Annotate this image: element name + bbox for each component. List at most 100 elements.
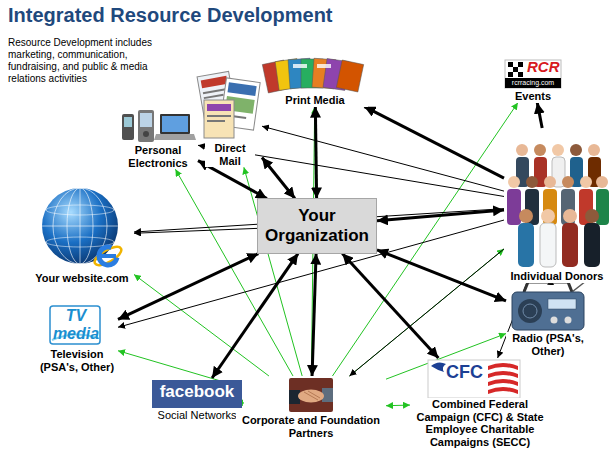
radio-picture: [524, 282, 572, 292]
radio-picture: [518, 299, 542, 323]
direct-mail-picture: [207, 104, 231, 111]
connector-arrow: [262, 157, 295, 198]
channel-node: Radio (PSA's, Other): [506, 278, 590, 357]
print-media-picture: [262, 58, 363, 93]
print-media-picture: [336, 60, 363, 92]
individual-donors-picture: [507, 189, 521, 225]
personal-electronics-picture: [138, 110, 154, 142]
website-globe-picture: [92, 243, 124, 268]
individual-donors-picture: [570, 144, 582, 156]
logo-text: TV media: [50, 307, 102, 342]
radio-picture: [551, 317, 558, 324]
caption: Events: [500, 90, 566, 103]
direct-mail-picture: [228, 82, 257, 96]
cfc-logo: [428, 360, 520, 398]
cfc-logo: [428, 360, 520, 398]
caption: Combined Federal Campaign (CFC) & State …: [410, 398, 550, 449]
channel-node: RCR rcrracing.comEvents: [500, 58, 566, 103]
radio-picture: [512, 292, 584, 330]
individual-donors-picture: [584, 223, 600, 267]
caption: Corporate and Foundation Partners: [236, 414, 386, 439]
print-media-picture: [317, 64, 331, 68]
channel-node: CFC Combined Federal Campaign (CFC) & Sta…: [410, 358, 550, 449]
events-logo: [518, 72, 523, 77]
caption: Television (PSA's, Other): [36, 348, 118, 373]
logo-text: RCR: [527, 58, 561, 76]
caption: Social Networks: [150, 409, 244, 422]
radio-picture: [565, 317, 572, 324]
connector-arrow: [537, 103, 542, 128]
cfc-logo: [488, 371, 518, 378]
personal-electronics-picture: [143, 131, 149, 137]
direct-mail-picture: [207, 115, 231, 117]
channel-node: TV mediaTelevision (PSA's, Other): [36, 304, 118, 373]
radio-picture: [523, 304, 537, 318]
handshake-picture: [308, 391, 320, 398]
individual-donors-picture: [516, 144, 528, 156]
radio-picture: [512, 281, 586, 330]
connector-arrow: [315, 107, 316, 199]
individual-donors-picture: [541, 209, 555, 223]
cfc-logo: [488, 363, 518, 370]
channel-node: facebookSocial Networks: [150, 378, 244, 422]
channel-node: Direct Mail: [198, 68, 262, 167]
connector-arrow: [386, 405, 410, 407]
website-globe-picture: [42, 188, 124, 269]
website-globe-picture: [100, 254, 116, 258]
channel-node: Print Media: [262, 56, 368, 107]
website-globe-picture: [42, 226, 118, 227]
events-logo: [505, 78, 561, 88]
individual-donors-picture: [588, 144, 600, 156]
print-media-picture: [293, 64, 307, 68]
individual-donors-picture: [580, 176, 592, 188]
handshake-picture: [289, 378, 333, 412]
channel-node: Your website.com: [30, 186, 134, 285]
personal-electronics-picture: [122, 114, 134, 140]
connector-arrow: [377, 250, 506, 301]
personal-electronics-picture: [140, 113, 152, 127]
radio-picture: [548, 299, 576, 309]
channel-node: Corporate and Foundation Partners: [236, 376, 386, 439]
individual-donors-picture: [518, 223, 534, 267]
website-globe-picture: [98, 246, 119, 267]
connector-arrow: [312, 254, 316, 376]
caption: Personal Electronics: [123, 144, 193, 169]
personal-electronics-picture: [162, 116, 188, 132]
logo-text: CFC: [446, 362, 492, 383]
events-logo: [508, 62, 513, 67]
caption: Direct Mail: [205, 142, 255, 167]
logo-text: facebook: [152, 382, 242, 402]
connector-arrow: [377, 210, 504, 221]
caption: Print Media: [262, 94, 368, 107]
channel-node: Personal Electronics: [118, 108, 198, 169]
individual-donors-picture: [534, 144, 546, 156]
individual-donors-picture: [508, 176, 520, 188]
logo-text: rcrracing.com: [505, 78, 561, 87]
individual-donors-picture: [552, 144, 564, 156]
direct-mail-picture: [204, 94, 224, 99]
direct-mail-picture: [204, 100, 234, 138]
personal-electronics-picture: [154, 134, 196, 140]
personal-electronics-picture: [122, 110, 196, 142]
events-logo: [513, 67, 518, 72]
individual-donors-picture: [526, 176, 538, 188]
individual-donors-picture: [596, 176, 608, 188]
individual-donors-picture: [585, 209, 599, 223]
individual-donors-picture: [544, 176, 556, 188]
individual-donors-picture: [507, 144, 609, 267]
direct-mail-picture: [201, 76, 228, 88]
events-logo: [518, 62, 523, 67]
cfc-logo: [488, 387, 518, 394]
individual-donors-picture: [519, 209, 533, 223]
cfc-logo: [488, 379, 518, 386]
box-label: Your Organization: [264, 206, 370, 245]
handshake-picture: [298, 390, 324, 403]
direct-mail-picture: [207, 120, 225, 122]
organization-box: Your Organization: [257, 198, 377, 253]
diagram-title: Integrated Resource Development: [8, 4, 333, 27]
individual-donors-picture: [562, 176, 574, 188]
connector-arrow: [118, 254, 258, 320]
events-logo: [508, 72, 513, 77]
channel-node: Individual Donors: [504, 128, 610, 283]
caption: Individual Donors: [504, 270, 610, 283]
